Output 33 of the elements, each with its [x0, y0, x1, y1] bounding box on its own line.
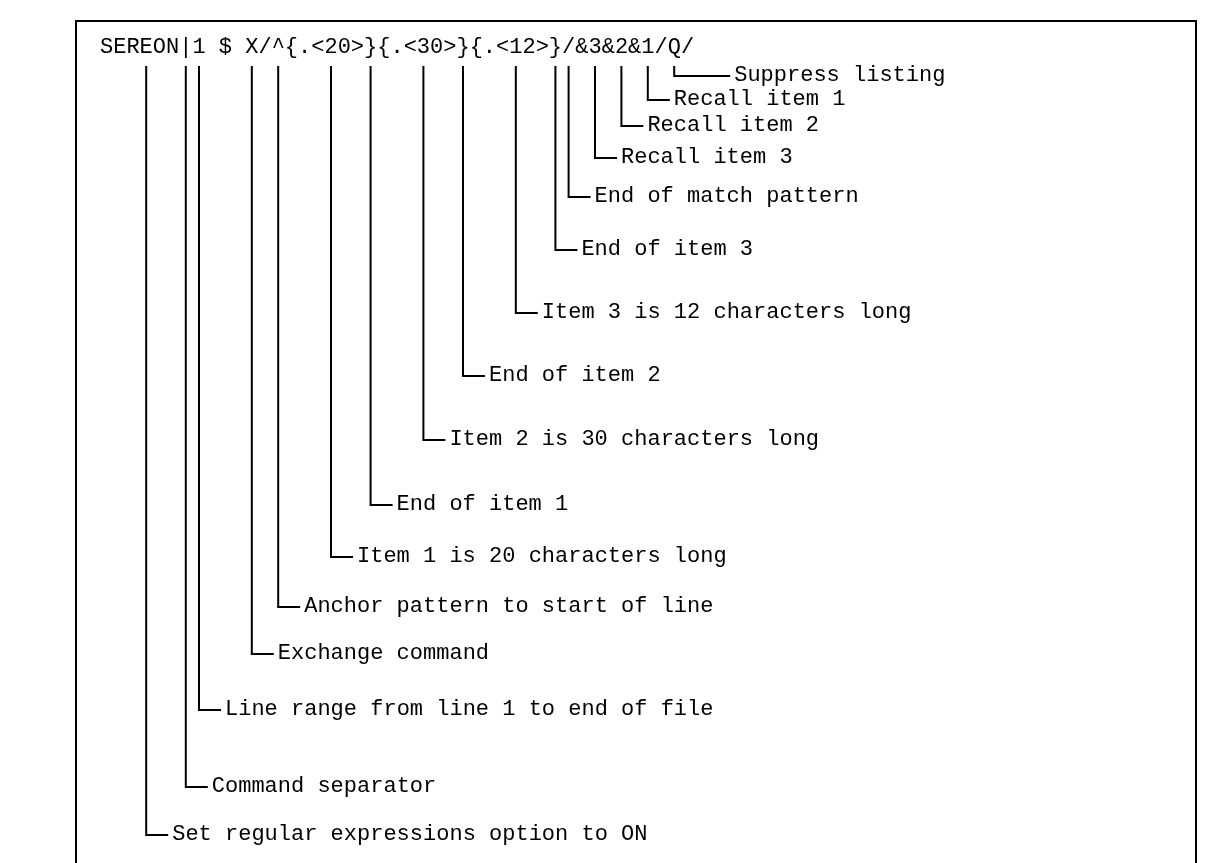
annotation-text: Anchor pattern to start of line	[304, 595, 714, 619]
leader-line	[594, 65, 618, 159]
annotation-text: End of match pattern	[594, 185, 859, 209]
leader-line	[145, 65, 170, 836]
leader-line	[369, 65, 394, 506]
leader-line	[277, 65, 302, 608]
annotation-text: Recall item 1	[673, 88, 846, 112]
leader-line	[422, 65, 447, 441]
annotation-text: Command separator	[211, 775, 437, 799]
annotation-text: Item 3 is 12 characters long	[541, 301, 912, 325]
leader-line	[514, 65, 539, 314]
leader-line	[184, 65, 209, 788]
annotation-text: Exchange command	[277, 642, 490, 666]
annotation-text: End of item 3	[581, 238, 754, 262]
annotation-text: Line range from line 1 to end of file	[225, 698, 714, 722]
annotation-text: End of item 2	[489, 364, 661, 388]
leader-line	[198, 65, 222, 711]
annotation-text: Recall item 2	[647, 114, 820, 138]
leader-line	[620, 65, 645, 127]
annotation-text: Suppress listing	[734, 64, 946, 88]
leader-line	[567, 65, 592, 198]
leader-line	[673, 65, 732, 77]
leader-line	[646, 65, 671, 101]
leader-line	[462, 65, 486, 377]
leader-line	[554, 65, 579, 251]
annotation-text: Recall item 3	[621, 146, 793, 170]
annotation-text: Item 2 is 30 characters long	[449, 428, 820, 452]
leader-line	[250, 65, 275, 655]
leader-line	[330, 65, 354, 558]
annotation-text: Set regular expressions option to ON	[172, 823, 648, 847]
annotation-text: Item 1 is 20 characters long	[357, 545, 727, 569]
annotation-text: End of item 1	[396, 493, 569, 517]
command-line-text: SEREON|1 $ X/^{.<20>}{.<30>}{.<12>}/&3&2&1/Q/	[100, 36, 695, 60]
